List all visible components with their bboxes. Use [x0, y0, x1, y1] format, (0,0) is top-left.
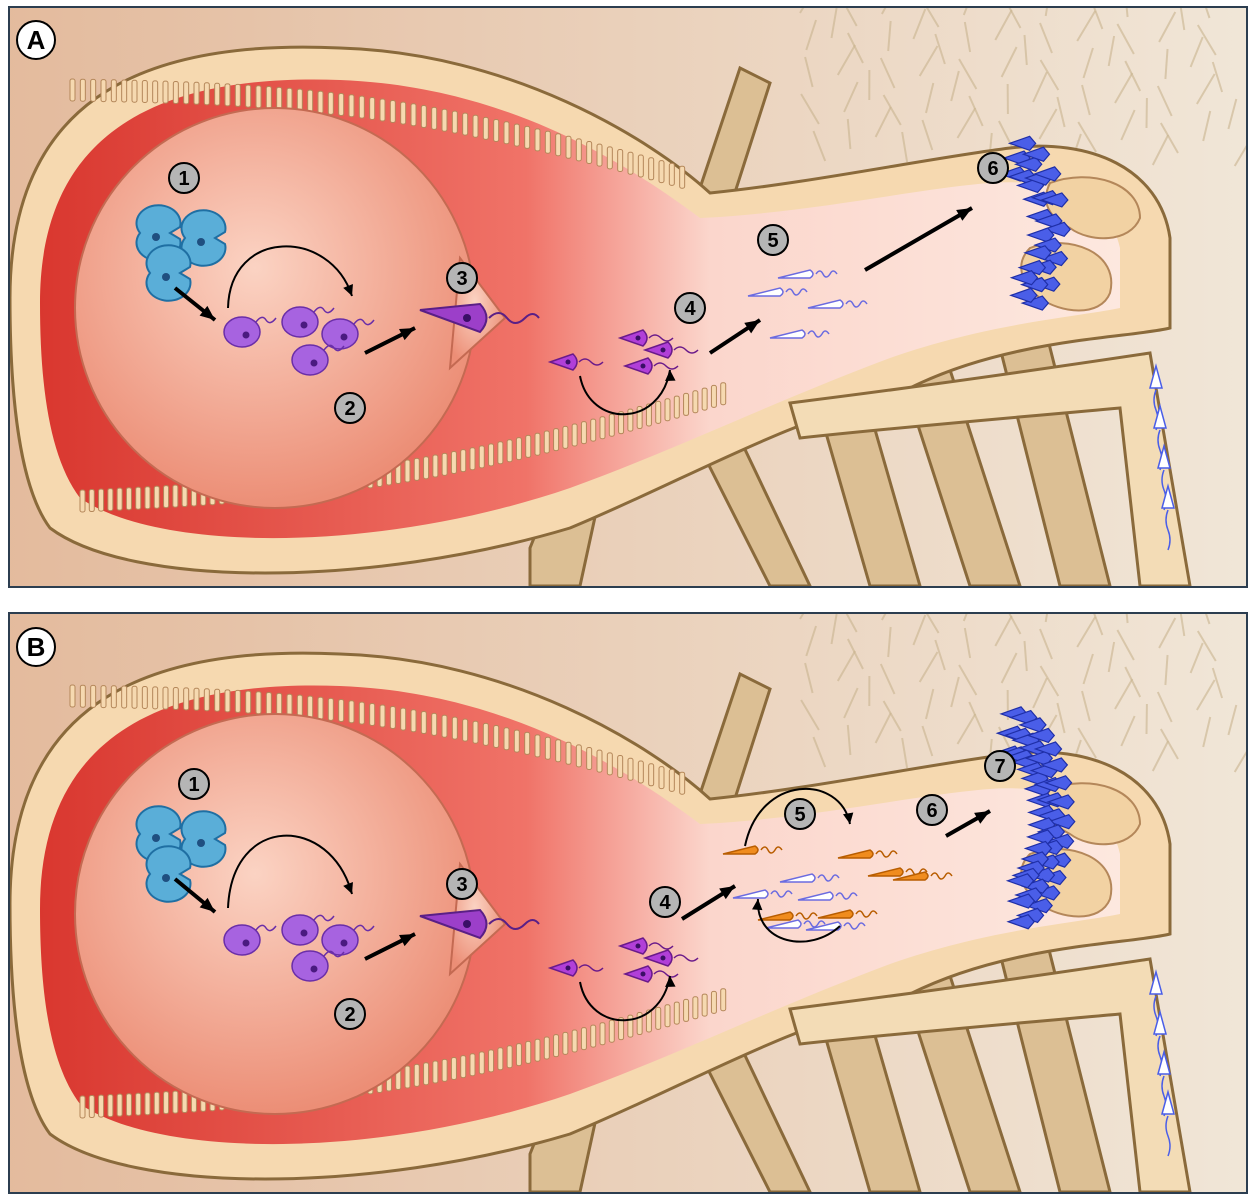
step-number: 1 — [188, 774, 199, 796]
step-number: 2 — [344, 398, 355, 420]
panel-b-label: B — [16, 627, 56, 667]
blood-meal — [75, 108, 475, 508]
step-number-badge: 3 — [447, 263, 477, 293]
step-number: 3 — [456, 874, 467, 896]
step-number-badge: 7 — [985, 751, 1015, 781]
panel-a-label: A — [16, 20, 56, 60]
step-number-badge: 6 — [978, 153, 1008, 183]
step-number: 4 — [659, 892, 671, 914]
step-number-badge: 1 — [169, 163, 199, 193]
step-number: 5 — [767, 230, 778, 252]
step-number-badge: 2 — [335, 393, 365, 423]
step-number: 1 — [178, 168, 189, 190]
step-number-badge: 1 — [179, 769, 209, 799]
step-number-badge: 6 — [917, 795, 947, 825]
step-number-badge: 5 — [785, 799, 815, 829]
step-number: 6 — [987, 158, 998, 180]
step-number: 6 — [926, 800, 937, 822]
panel-b-illustration: 1 2 3 4 5 6 7 — [10, 614, 1246, 1192]
step-number-badge: 3 — [447, 869, 477, 899]
step-number-badge: 5 — [758, 225, 788, 255]
panel-b: 1 2 3 4 5 6 7 — [8, 612, 1248, 1194]
step-number: 5 — [794, 804, 805, 826]
step-number-badge: 4 — [675, 293, 705, 323]
panel-a: 1 2 3 4 5 6 — [8, 6, 1248, 588]
step-number: 3 — [456, 268, 467, 290]
panel-a-illustration: 1 2 3 4 5 6 — [10, 8, 1246, 586]
step-number: 7 — [994, 756, 1005, 778]
step-number-badge: 2 — [335, 999, 365, 1029]
step-number: 2 — [344, 1004, 355, 1026]
step-number: 4 — [684, 298, 696, 320]
step-number-badge: 4 — [650, 887, 680, 917]
blood-meal — [75, 714, 475, 1114]
